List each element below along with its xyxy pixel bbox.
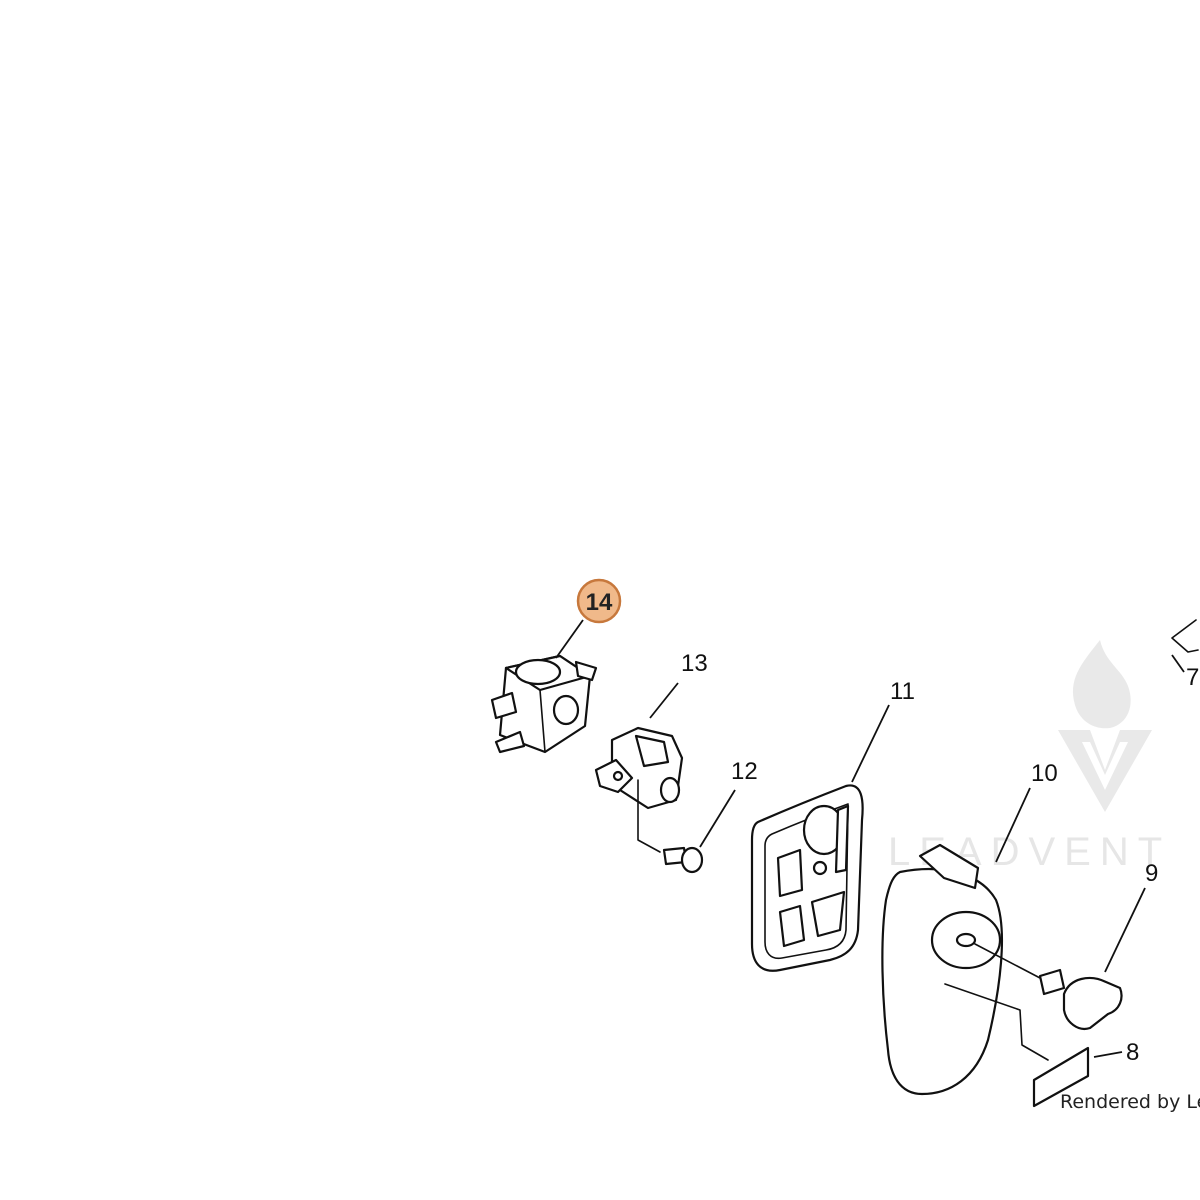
callout-14[interactable]: 14 [576,578,622,624]
callout-13-label[interactable]: 13 [681,650,708,677]
callout-10-label[interactable]: 10 [1031,760,1058,787]
callout-12-label[interactable]: 12 [731,758,758,785]
part-9-knob[interactable] [1038,968,1123,1030]
part-14-carburetor[interactable] [490,654,598,754]
flame-icon [1072,640,1131,729]
part-8-label[interactable] [1032,1046,1090,1108]
v-logo-icon [1058,730,1152,812]
part-7-fragment [1171,619,1199,653]
callout-14-highlight [576,578,622,624]
callout-7-label[interactable]: 7 [1186,664,1199,691]
watermark-logo: LEADVENT [888,640,1162,874]
callout-9-label[interactable]: 9 [1145,860,1158,887]
callout-11-label[interactable]: 11 [890,678,915,705]
part-12-screw[interactable] [662,846,704,874]
render-credit: Rendered by Lead [1060,1091,1200,1113]
part-10-filter-cover[interactable] [881,843,1049,1096]
part-13-adapter[interactable] [594,726,684,853]
part-11-air-filter[interactable] [750,784,864,972]
leader-lines [555,619,1185,1058]
callout-14-label: 14 [586,589,613,616]
callout-8-label[interactable]: 8 [1126,1039,1139,1066]
